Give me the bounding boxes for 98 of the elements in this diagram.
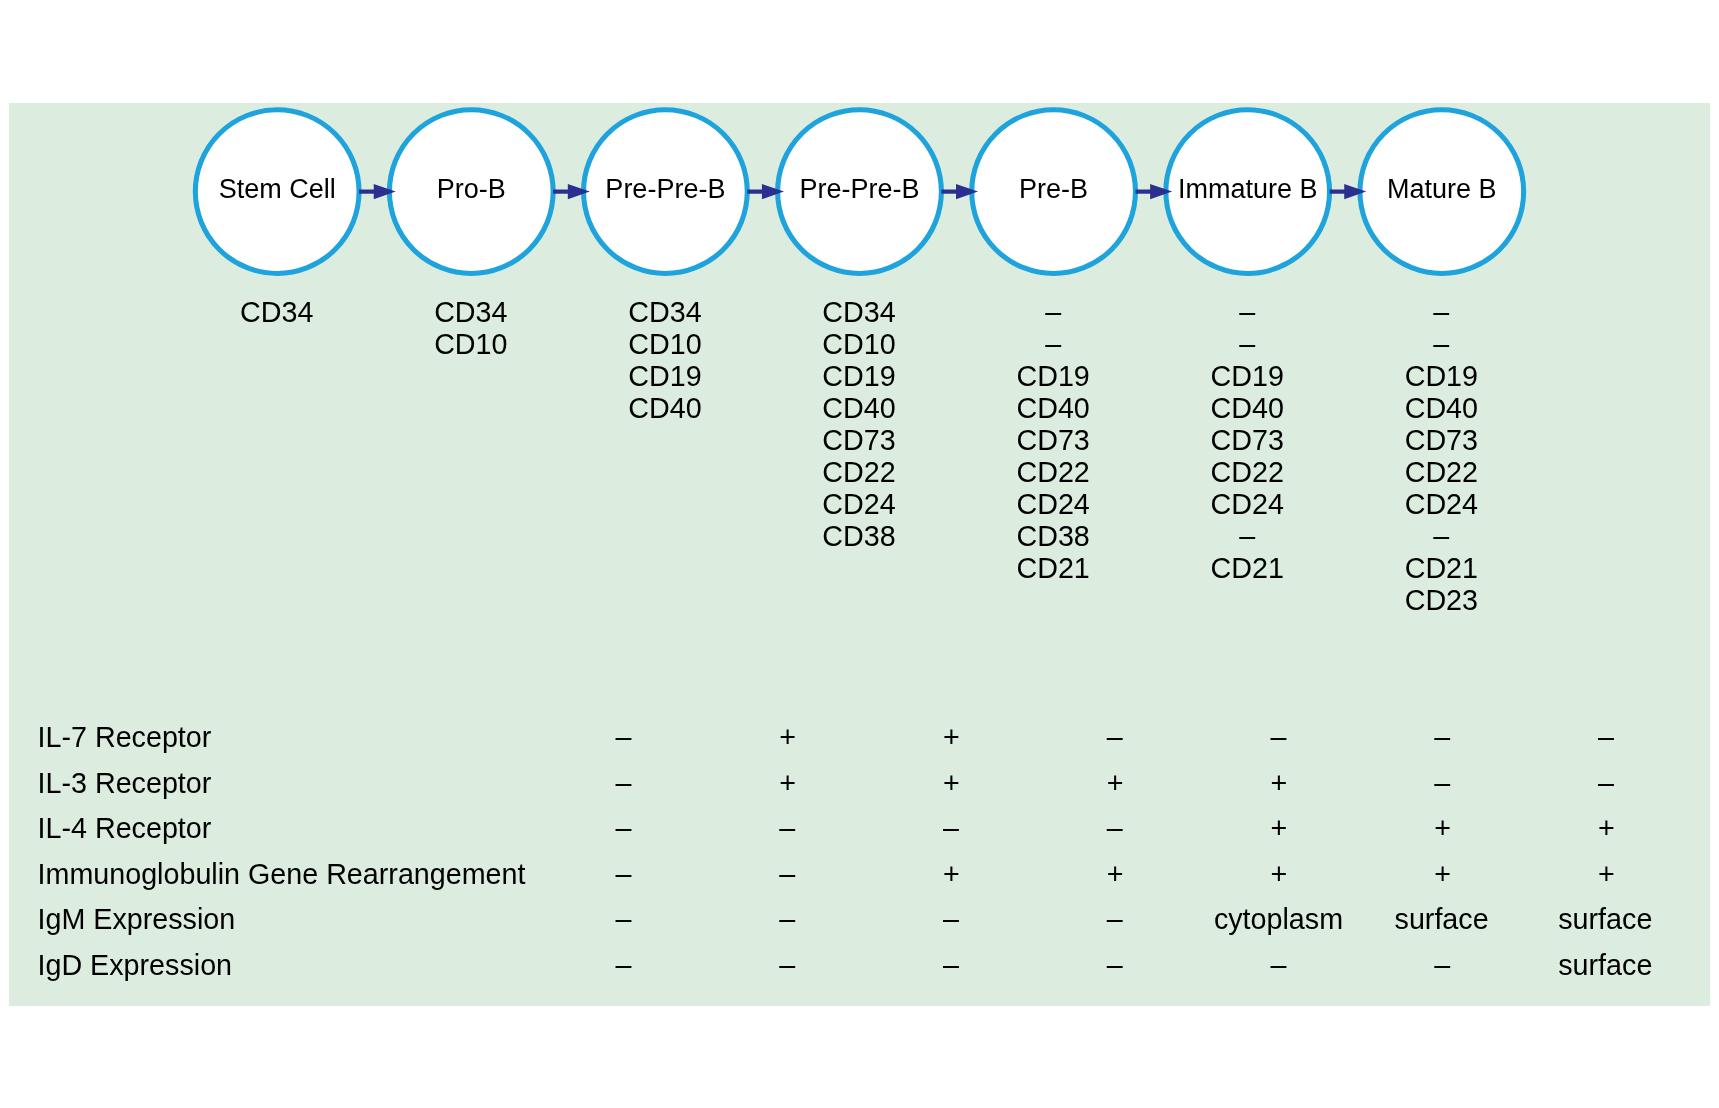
node-label: CD34 bbox=[822, 295, 896, 328]
node-circle: Stem Cell bbox=[192, 106, 362, 276]
node-label: CD21 bbox=[1210, 551, 1284, 584]
label: + bbox=[1597, 811, 1615, 844]
node-label: CD40 bbox=[1210, 391, 1284, 424]
label: IL-4 Receptor bbox=[37, 811, 212, 844]
label: – bbox=[615, 720, 632, 753]
label: + bbox=[1434, 811, 1451, 844]
label: – bbox=[1597, 720, 1614, 753]
node-label: CD10 bbox=[434, 327, 508, 360]
node-label: CD10 bbox=[822, 327, 896, 360]
node-label: CD22 bbox=[1404, 455, 1479, 488]
label: – bbox=[1270, 720, 1287, 753]
node-label: CD38 bbox=[1016, 519, 1090, 552]
node-circle: Mature B bbox=[1357, 106, 1527, 276]
node-label: CD19 bbox=[1016, 359, 1090, 392]
node-label: CD24 bbox=[1016, 487, 1090, 520]
label: + bbox=[1106, 766, 1124, 799]
node-label: CD73 bbox=[1210, 423, 1284, 456]
label: – bbox=[615, 766, 632, 799]
node-label: CD40 bbox=[628, 391, 702, 424]
label: + bbox=[943, 720, 960, 753]
label: – bbox=[1434, 720, 1451, 753]
label: – bbox=[615, 857, 632, 890]
node-label: CD73 bbox=[1016, 423, 1090, 456]
label: + bbox=[779, 766, 797, 799]
label: + bbox=[1434, 857, 1451, 890]
node-circle: Pro-B bbox=[386, 106, 556, 276]
node-label: CD21 bbox=[1016, 551, 1090, 584]
label: – bbox=[943, 948, 960, 981]
node-label: CD22 bbox=[1016, 455, 1090, 488]
node-label: – bbox=[1239, 295, 1256, 328]
node-label: CD34 bbox=[240, 295, 314, 328]
label: + bbox=[1597, 857, 1615, 890]
label: – bbox=[779, 948, 796, 981]
label: + bbox=[1270, 766, 1288, 799]
node-label: – bbox=[1433, 327, 1450, 360]
label: surface bbox=[1558, 902, 1653, 935]
node-label: CD19 bbox=[1404, 359, 1479, 392]
label: – bbox=[1434, 766, 1451, 799]
label: – bbox=[779, 902, 796, 935]
node-label: – bbox=[1433, 295, 1450, 328]
label: – bbox=[1597, 766, 1614, 799]
label: + bbox=[943, 766, 960, 799]
label: – bbox=[615, 902, 632, 935]
label: IL-3 Receptor bbox=[37, 766, 212, 799]
node-label: CD24 bbox=[822, 487, 896, 520]
node-label: CD19 bbox=[1210, 359, 1284, 392]
node-label: CD73 bbox=[822, 423, 896, 456]
node-circle: Pre-Pre-B bbox=[775, 106, 944, 276]
node-label: CD23 bbox=[1404, 583, 1479, 616]
label: Immunoglobulin Gene Rearrangement bbox=[37, 857, 526, 890]
node-label: CD19 bbox=[822, 359, 896, 392]
node-label: CD24 bbox=[1404, 487, 1479, 520]
label: surface bbox=[1558, 948, 1653, 981]
label: – bbox=[1434, 948, 1451, 981]
node-label: CD19 bbox=[628, 359, 702, 392]
label: – bbox=[1106, 811, 1123, 844]
node-label: CD73 bbox=[1404, 423, 1479, 456]
label: – bbox=[1106, 902, 1123, 935]
label: – bbox=[1106, 948, 1123, 981]
node-circle: Immature B bbox=[1163, 106, 1333, 276]
label: – bbox=[615, 948, 632, 981]
label: – bbox=[1270, 948, 1287, 981]
label: IgD Expression bbox=[37, 948, 233, 981]
label: – bbox=[615, 811, 632, 844]
node-label: CD40 bbox=[1404, 391, 1479, 424]
label: + bbox=[1106, 857, 1124, 890]
label: + bbox=[943, 857, 960, 890]
node-label: – bbox=[1045, 327, 1062, 360]
label: – bbox=[779, 811, 796, 844]
node-label: CD34 bbox=[628, 295, 702, 328]
label: surface bbox=[1394, 902, 1489, 935]
node-circle: Pre-Pre-B bbox=[581, 106, 750, 276]
node-label: CD34 bbox=[434, 295, 508, 328]
label: IgM Expression bbox=[37, 902, 236, 935]
node-label: CD40 bbox=[1016, 391, 1090, 424]
label: – bbox=[1106, 720, 1123, 753]
label: + bbox=[1270, 857, 1288, 890]
label: – bbox=[943, 902, 960, 935]
node-circle: Pre-B bbox=[969, 106, 1138, 276]
node-label: CD40 bbox=[822, 391, 896, 424]
node-label: CD24 bbox=[1210, 487, 1284, 520]
label: + bbox=[1270, 811, 1288, 844]
node-label: CD38 bbox=[822, 519, 896, 552]
node-label: CD21 bbox=[1404, 551, 1479, 584]
node-label: – bbox=[1045, 295, 1062, 328]
node-label: – bbox=[1433, 519, 1450, 552]
node-label: CD22 bbox=[1210, 455, 1284, 488]
label: IL-7 Receptor bbox=[37, 720, 212, 753]
node-label: CD22 bbox=[822, 455, 896, 488]
label: – bbox=[943, 811, 960, 844]
node-label: – bbox=[1239, 519, 1256, 552]
label: cytoplasm bbox=[1213, 902, 1344, 935]
label: + bbox=[779, 720, 797, 753]
label: – bbox=[779, 857, 796, 890]
node-label: – bbox=[1239, 327, 1256, 360]
node-label: CD10 bbox=[628, 327, 702, 360]
